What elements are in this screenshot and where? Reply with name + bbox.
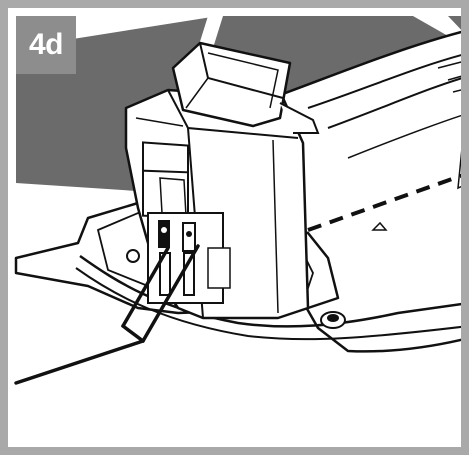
guide-wire [307, 173, 461, 232]
floor-stripe [198, 16, 223, 48]
pointer-arrow [14, 244, 200, 385]
step-badge: 4d [16, 16, 76, 74]
mower-docking-illustration [14, 16, 461, 385]
